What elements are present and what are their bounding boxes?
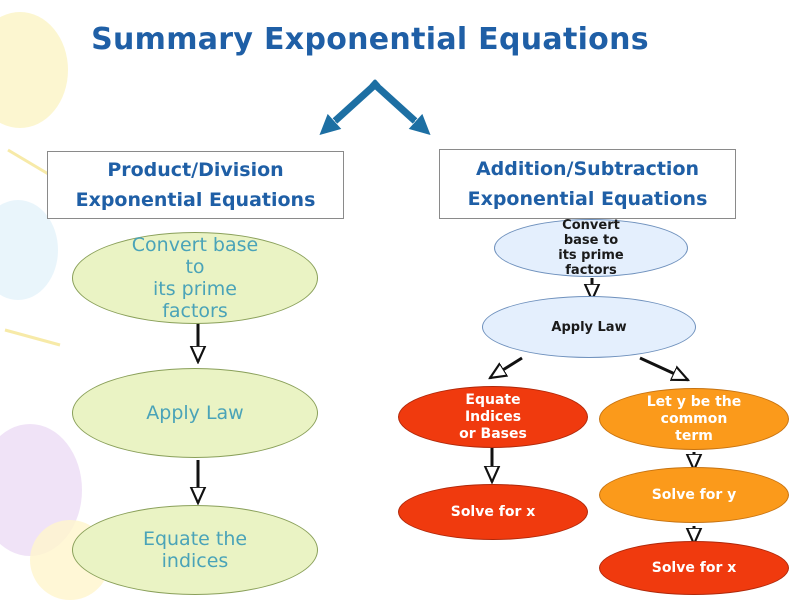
let-y-common-term-node: Let y be the common term <box>599 388 789 450</box>
apply-law-node-right: Apply Law <box>482 296 696 358</box>
solve-for-y-node: Solve for y <box>599 467 789 523</box>
node-line: factors <box>565 263 617 278</box>
solve-for-x-node-right: Solve for x <box>599 541 789 595</box>
node-line: Let y be the <box>646 393 742 410</box>
node-line: common <box>660 410 728 427</box>
convert-base-node: Convert base to its prime factors <box>72 232 318 324</box>
node-line: Solve for x <box>651 559 737 576</box>
node-line: Equate the <box>142 528 248 550</box>
node-line: term <box>675 427 713 444</box>
node-line: Equate <box>465 391 521 408</box>
heading-line: Exponential Equations <box>75 189 316 211</box>
node-line: or Bases <box>459 425 527 442</box>
heading-line: Exponential Equations <box>467 188 708 210</box>
node-line: Apply Law <box>146 402 244 424</box>
node-line: Convert base <box>131 234 259 256</box>
split-arrow-left <box>325 79 381 130</box>
node-line: factors <box>162 300 228 322</box>
node-line: indices <box>161 550 229 572</box>
node-line: its prime <box>152 278 237 300</box>
heading-line: Addition/Subtraction <box>475 158 700 180</box>
node-line: base to <box>563 233 619 248</box>
product-division-heading: Product/Division Exponential Equations <box>47 151 344 219</box>
node-line: Apply Law <box>551 319 627 335</box>
node-line: Solve for y <box>651 486 737 503</box>
split-arrow-right <box>369 79 425 130</box>
node-line: Indices <box>464 408 522 425</box>
page-title: Summary Exponential Equations <box>91 22 649 57</box>
arrow-apply-to-let-y <box>639 356 688 382</box>
equate-bases-node: Equate Indices or Bases <box>398 386 588 448</box>
convert-base-node-right: Convert base to its prime factors <box>494 218 688 278</box>
node-line: Convert <box>562 218 620 233</box>
addition-subtraction-heading: Addition/Subtraction Exponential Equatio… <box>439 149 736 219</box>
heading-line: Product/Division <box>107 159 284 181</box>
node-line: Solve for x <box>450 503 536 520</box>
node-line: its prime <box>558 248 624 263</box>
node-line: to <box>185 256 205 278</box>
arrow-apply-to-equate-bases <box>490 356 523 378</box>
equate-indices-node: Equate the indices <box>72 505 318 595</box>
apply-law-node: Apply Law <box>72 368 318 458</box>
solve-for-x-node-left: Solve for x <box>398 484 588 540</box>
